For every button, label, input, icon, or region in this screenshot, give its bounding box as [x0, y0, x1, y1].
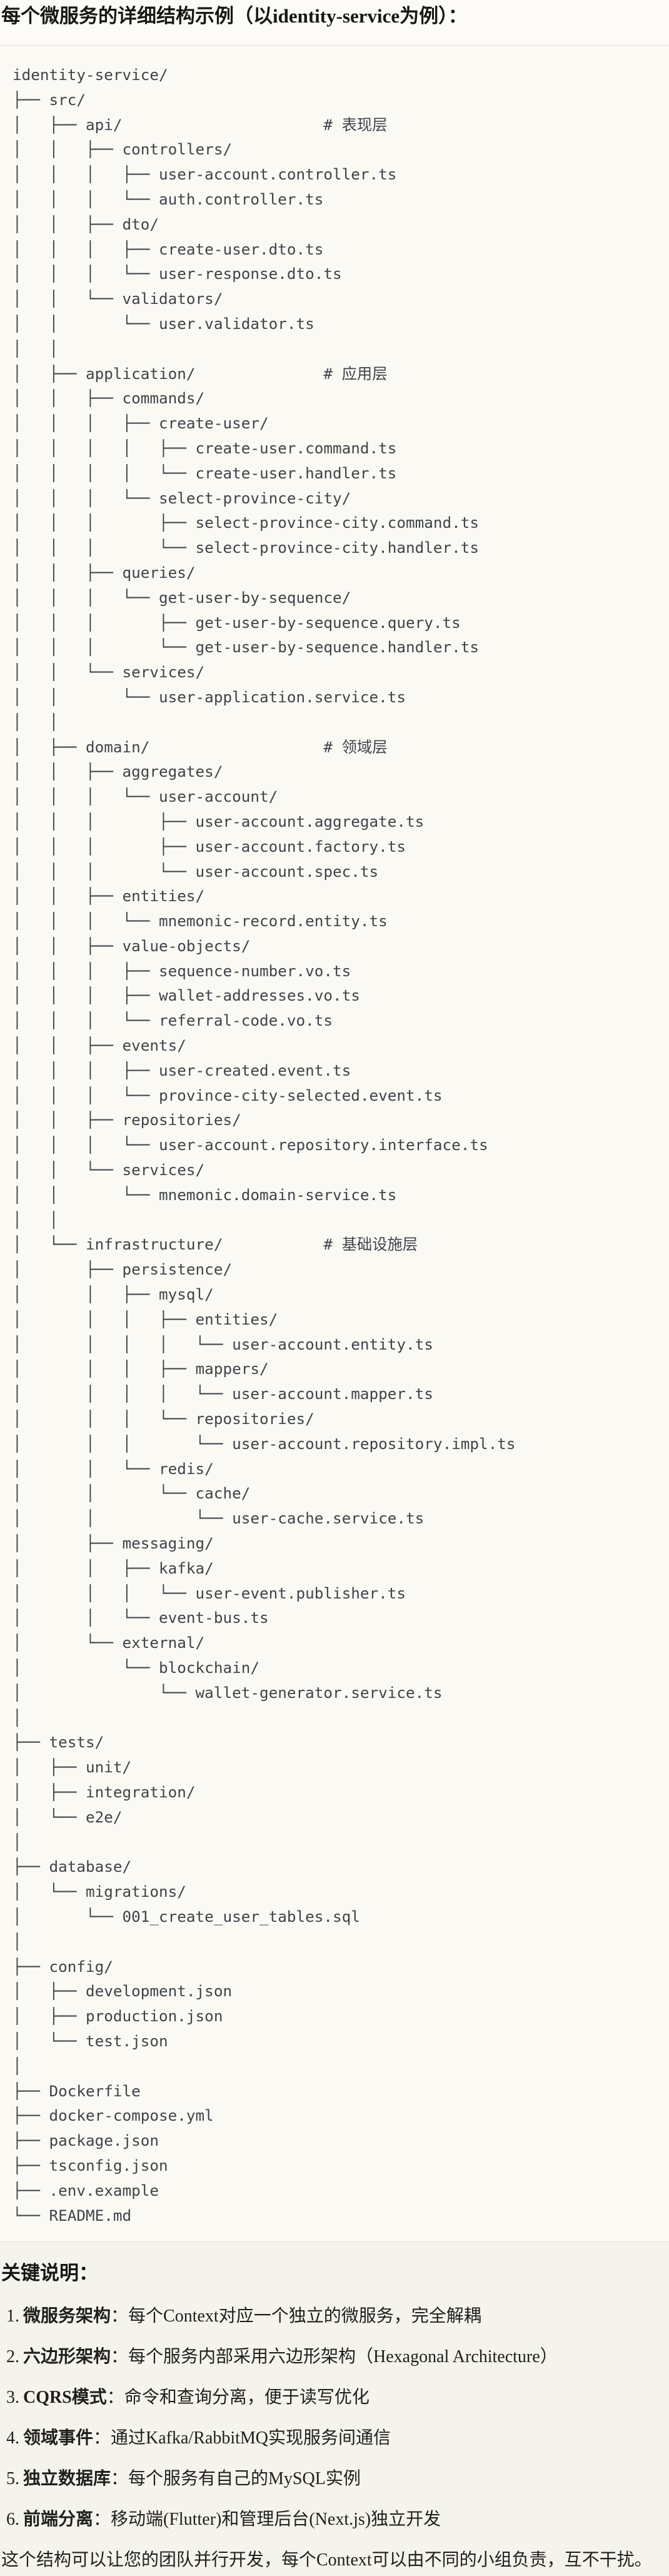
- list-item: 1.微服务架构：每个Context对应一个独立的微服务，完全解耦: [6, 2307, 664, 2326]
- item-number: 5.: [6, 2469, 19, 2489]
- item-description: 每个服务有自己的MySQL实例: [128, 2469, 361, 2489]
- list-item: 5.独立数据库：每个服务有自己的MySQL实例: [6, 2470, 664, 2488]
- item-number: 1.: [6, 2306, 19, 2326]
- code-block: identity-service/ ├── src/ │ ├── api/ # …: [0, 45, 669, 2243]
- item-number: 4.: [6, 2428, 19, 2448]
- explanation-section: 关键说明： 1.微服务架构：每个Context对应一个独立的微服务，完全解耦 2…: [0, 2242, 669, 2576]
- item-colon: ：: [106, 2388, 124, 2408]
- item-colon: ：: [111, 2306, 129, 2326]
- item-term: 前端分离: [23, 2510, 94, 2530]
- item-colon: ：: [111, 2469, 129, 2489]
- item-term: 领域事件: [23, 2428, 94, 2448]
- document-header: 每个微服务的详细结构示例（以identity-service为例）：: [0, 0, 669, 45]
- directory-tree: identity-service/ ├── src/ │ ├── api/ # …: [13, 66, 516, 2225]
- item-term: 微服务架构: [23, 2306, 111, 2326]
- item-description: 每个服务内部采用六边形架构（Hexagonal Architecture）: [128, 2347, 558, 2367]
- item-description: 通过Kafka/RabbitMQ实现服务间通信: [111, 2428, 391, 2448]
- item-description: 每个Context对应一个独立的微服务，完全解耦: [128, 2306, 481, 2326]
- item-term: 六边形架构: [23, 2347, 111, 2367]
- item-description: 移动端(Flutter)和管理后台(Next.js)独立开发: [111, 2510, 441, 2530]
- item-colon: ：: [93, 2428, 111, 2448]
- list-item: 2.六边形架构：每个服务内部采用六边形架构（Hexagonal Architec…: [6, 2348, 664, 2366]
- list-item: 6.前端分离：移动端(Flutter)和管理后台(Next.js)独立开发: [6, 2510, 664, 2529]
- notes-heading: 关键说明：: [1, 2262, 98, 2285]
- item-description: 命令和查询分离，便于读写优化: [124, 2388, 370, 2408]
- page-title: 每个微服务的详细结构示例（以identity-service为例）：: [1, 5, 468, 27]
- item-number: 3.: [6, 2388, 19, 2408]
- closing-paragraph: 这个结构可以让您的团队并行开发，每个Context可以由不同的小组负责，互不干扰…: [1, 2550, 652, 2570]
- item-term: 独立数据库: [23, 2469, 111, 2489]
- item-colon: ：: [93, 2510, 111, 2530]
- list-item: 3.CQRS模式：命令和查询分离，便于读写优化: [6, 2388, 664, 2407]
- item-term: CQRS模式: [23, 2388, 107, 2408]
- item-number: 2.: [6, 2347, 19, 2367]
- item-number: 6.: [6, 2510, 19, 2530]
- list-item: 4.领域事件：通过Kafka/RabbitMQ实现服务间通信: [6, 2429, 664, 2448]
- item-colon: ：: [111, 2347, 129, 2367]
